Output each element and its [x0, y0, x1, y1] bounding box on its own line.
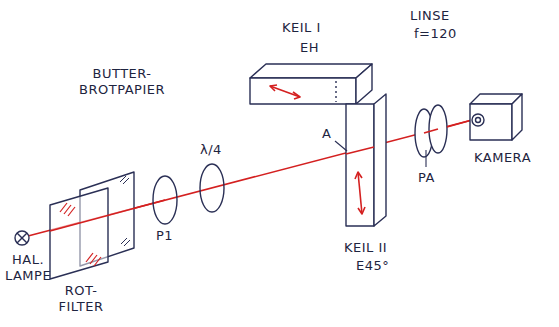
lens [415, 105, 447, 167]
wedge-one [250, 64, 372, 104]
camera-label: KAMERA [474, 150, 531, 166]
point-label: A [322, 126, 331, 142]
light-beam [28, 120, 472, 236]
focal-length: f=120 [414, 26, 457, 42]
quarter-wave-plate [200, 164, 224, 212]
plate-label: λ/4 [200, 142, 222, 158]
wedge-label: KEIL I [282, 20, 321, 36]
polariser-label: P1 [156, 228, 173, 244]
polariser-lens [153, 176, 177, 224]
filter-label: ROT- FILTER [48, 283, 114, 315]
red-filter-plate [50, 188, 108, 279]
field-label: E45° [356, 258, 389, 274]
aperture-label: PA [418, 170, 435, 186]
leader-line [335, 141, 347, 151]
camera [470, 94, 522, 140]
halogen-lamp [15, 231, 29, 245]
lamp-label: HAL. LAMPE [4, 252, 52, 284]
wedge-two [346, 94, 386, 226]
field-label: EH [300, 40, 319, 56]
wedge-label: KEIL II [344, 240, 387, 256]
paper-label: BUTTER- BROTPAPIER [70, 66, 174, 98]
lens-label: LINSE [410, 8, 450, 24]
